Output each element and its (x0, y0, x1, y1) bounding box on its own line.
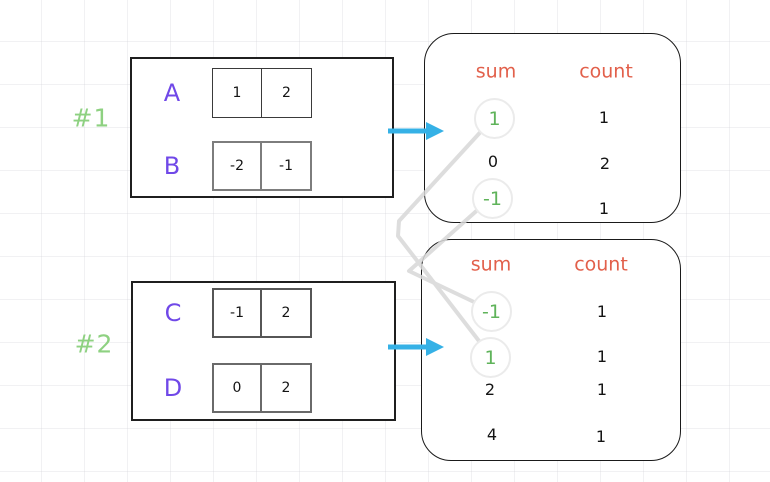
array-cell: 2 (262, 288, 312, 338)
highlighted-sum-value: 1 (470, 337, 511, 378)
example-2-label: #2 (74, 329, 114, 359)
array-cell: 2 (262, 68, 312, 118)
sum-column-header: sum (470, 253, 512, 276)
count-value: 2 (599, 154, 611, 173)
count-value: 1 (598, 108, 610, 127)
sum-value: 4 (486, 425, 498, 444)
highlighted-sum-value: -1 (472, 178, 513, 219)
array-d-cells: 0 2 (212, 363, 312, 413)
example-1-hashmap-table (424, 33, 681, 223)
count-value: 1 (596, 380, 608, 399)
array-cell: 0 (212, 363, 262, 413)
array-cell: -1 (212, 288, 262, 338)
array-b-cells: -2 -1 (212, 141, 312, 191)
count-value: 1 (596, 347, 608, 366)
array-cell: -1 (262, 141, 312, 191)
example-2-hashmap-table (421, 239, 681, 461)
highlighted-sum-value: 1 (474, 98, 515, 139)
highlighted-sum-value: -1 (471, 291, 512, 332)
array-b-label: B (163, 152, 181, 180)
count-column-header: count (579, 60, 633, 83)
example-1-label: #1 (71, 103, 111, 133)
sum-value: 0 (487, 152, 499, 171)
array-cell: 1 (212, 68, 262, 118)
count-value: 1 (598, 199, 610, 218)
array-cell: 2 (262, 363, 312, 413)
count-value: 1 (596, 302, 608, 321)
count-value: 1 (595, 427, 607, 446)
array-a-cells: 1 2 (212, 68, 312, 118)
count-column-header: count (574, 253, 628, 276)
array-c-label: C (164, 299, 182, 327)
array-c-cells: -1 2 (212, 288, 312, 338)
array-cell: -2 (212, 141, 262, 191)
array-d-label: D (163, 374, 183, 402)
sum-column-header: sum (475, 60, 517, 83)
array-a-label: A (163, 79, 181, 107)
sum-value: 2 (484, 380, 496, 399)
